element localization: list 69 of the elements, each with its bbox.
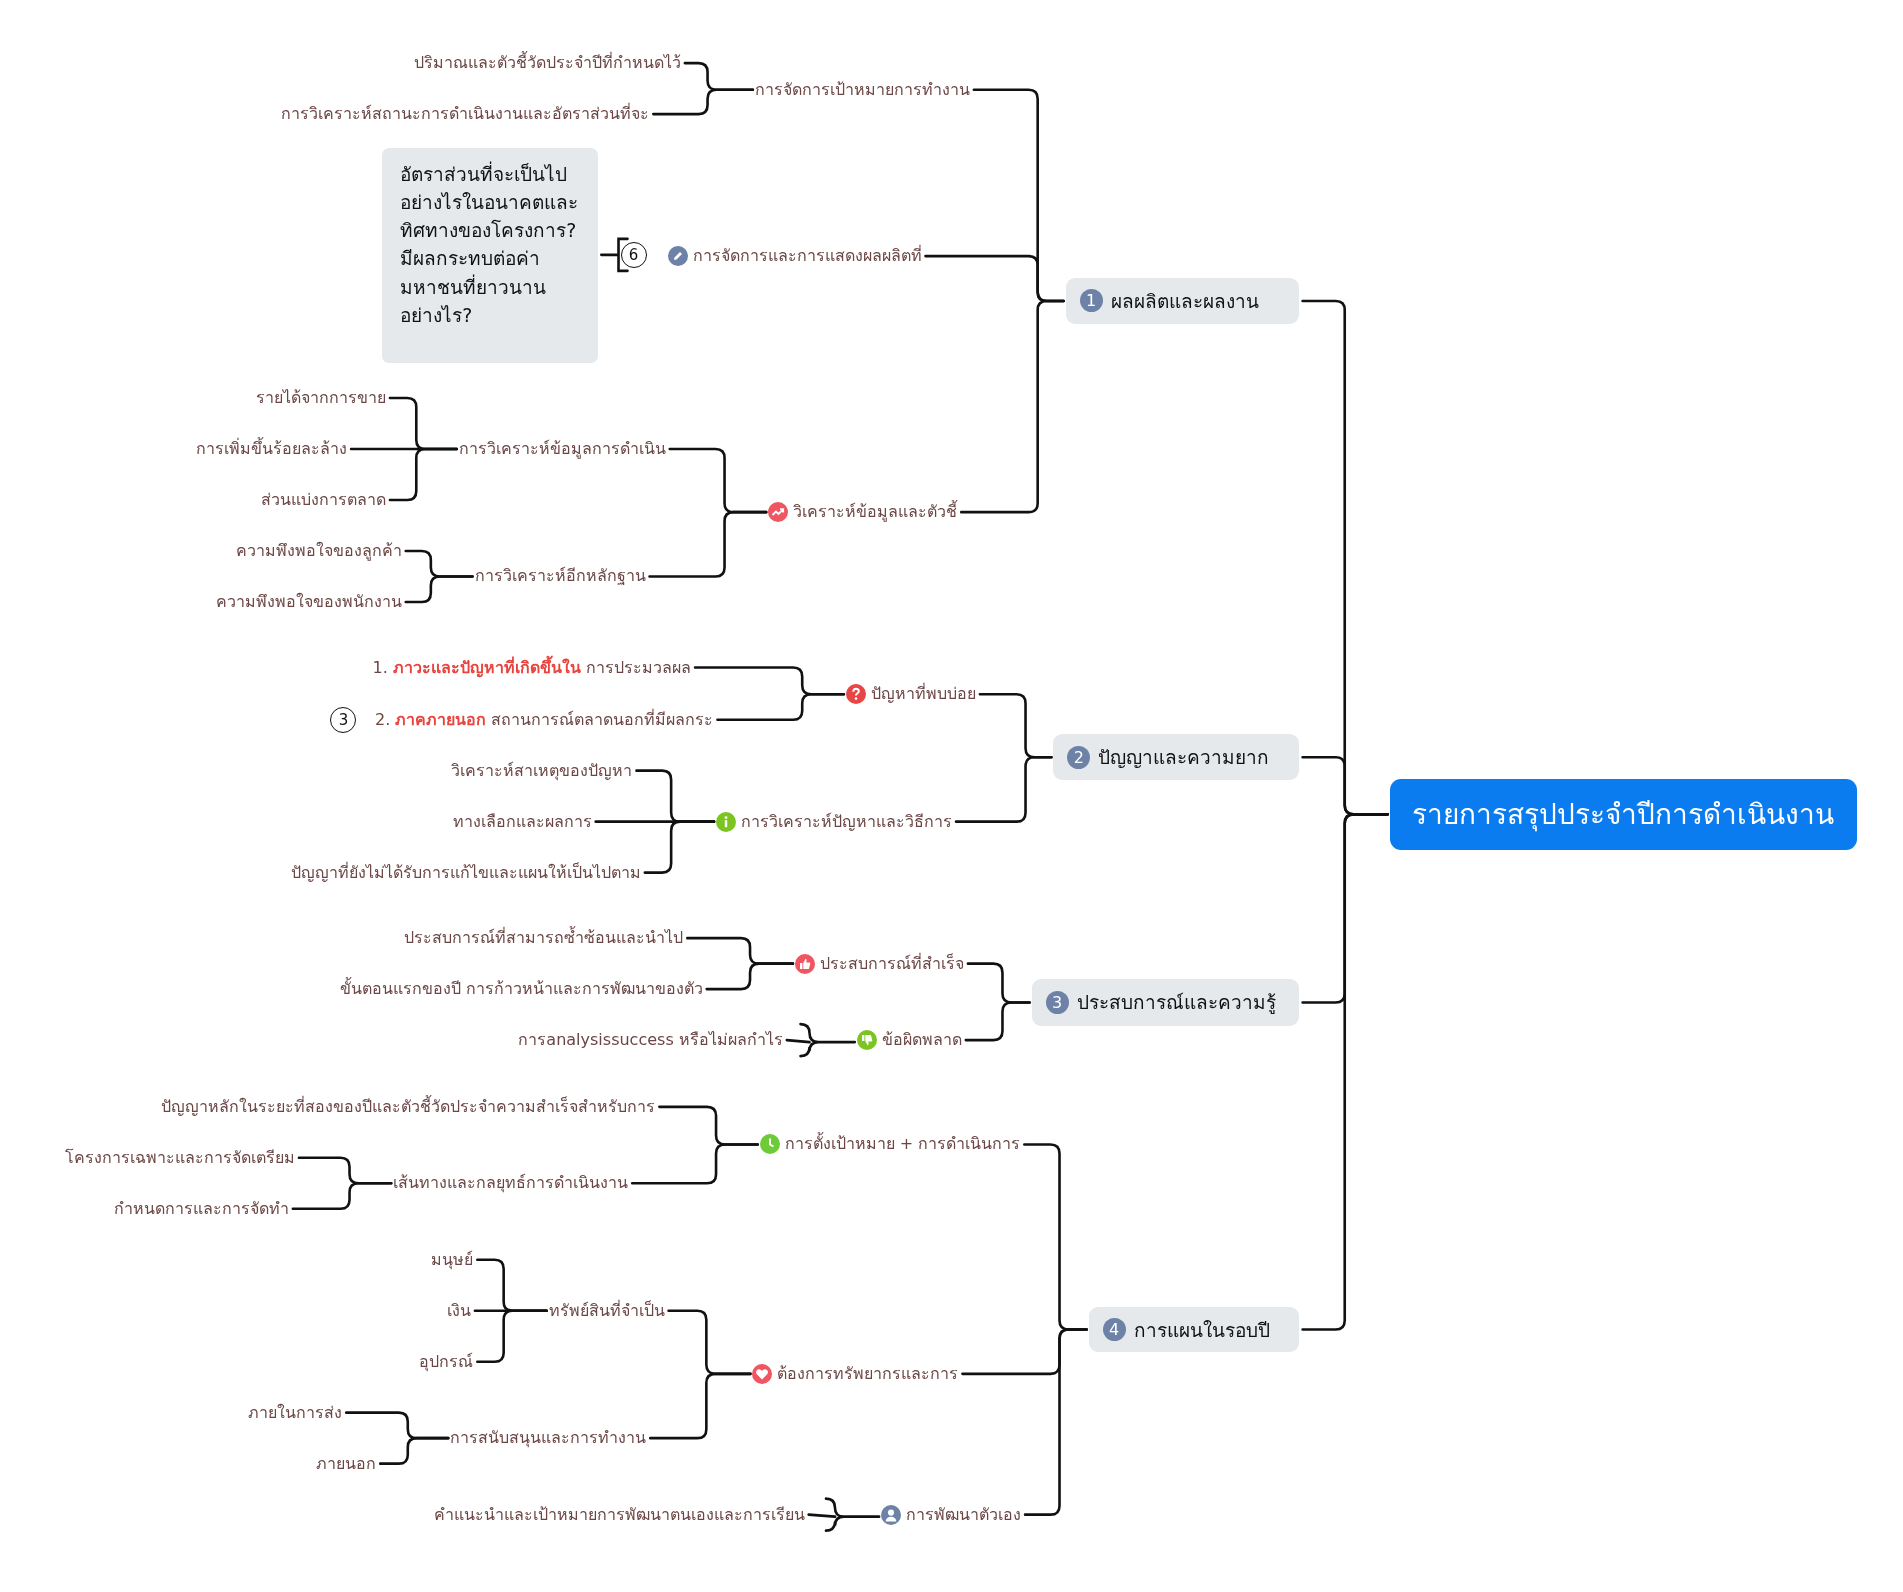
topic-text: ภายนอก <box>316 1453 377 1474</box>
brace-connector <box>964 1001 1031 1042</box>
topic-text: ข้อผิดพลาด <box>881 1030 962 1051</box>
topic-text: ภายในการส่ง <box>248 1402 343 1423</box>
bracket-connector <box>600 237 629 273</box>
topic-label: ผลผลิตและผลงาน <box>1110 288 1259 314</box>
topic-text: โครงการเฉพาะและการจัดเตรียม <box>64 1147 295 1168</box>
brace-connector <box>652 88 755 116</box>
topic-text: รายได้จากการขาย <box>255 388 386 409</box>
topic-box <box>1053 734 1299 781</box>
topic-text: ประสบการณ์ที่สำเร็จ <box>819 953 964 974</box>
brace-connector <box>630 1143 760 1185</box>
topic-text: การวิเคราะห์ข้อมูลการดำเนิน <box>458 439 666 460</box>
topic-text: ขั้นตอนแรกของปี การก้าวหน้าและการพัฒนาของตัว <box>339 979 703 1000</box>
topic-text: ความพึงพอใจของลูกค้า <box>235 541 402 561</box>
topic-text: ปัญญาหลักในระยะที่สองของปีและตัวชี้วัดประจำความสำเร็จสำหรับการ <box>161 1096 656 1117</box>
number-badge: 3 <box>1045 990 1069 1014</box>
topic-text: การสนับสนุนและการทำงาน <box>450 1428 647 1449</box>
topic-text: การจัดการและการแสดงผลผลิตที่ <box>692 246 922 267</box>
number-badge: 1 <box>1079 289 1103 313</box>
topic-text: การวิเคราะห์อีกหลักฐาน <box>474 566 646 587</box>
topic-text: ส่วนแบ่งการตลาด <box>260 490 386 510</box>
topic-text: ปัญญาที่ยังไม่ได้รับการแก้ไขและแผนให้เป็นไปตาม <box>290 862 641 883</box>
topic-label: ประสบการณ์และความรู้ <box>1076 990 1276 1016</box>
topic-label: ปัญญาและความยาก <box>1098 745 1270 771</box>
brace-connector <box>648 1372 752 1440</box>
brace-connector <box>1023 1328 1088 1516</box>
topic-text: 1. ภาวะและปัญหาที่เกิดขึ้นใน การประมวลผล <box>372 657 692 678</box>
topic-text: ทรัพย์สินที่จำเป็น <box>548 1300 665 1321</box>
central-topic-box: รายการสรุปประจำปีการดำเนินงาน <box>1389 779 1857 850</box>
topic-text: เส้นทางและกลยุทธ์การดำเนินงาน <box>393 1173 629 1194</box>
brace-connector <box>959 299 1065 514</box>
brace-connector <box>807 1497 881 1532</box>
brace-connector <box>705 962 795 991</box>
topic-box <box>1031 979 1299 1026</box>
brace-connector <box>716 692 846 721</box>
topic-text: อุปกรณ์ <box>419 1351 474 1372</box>
topic-text: วิเคราะห์ข้อมูลและตัวชี้ <box>793 502 958 523</box>
note-box: อัตราส่วนที่จะเป็นไปอย่างไรในอนาคตและทิศทางของโครงการ? มีผลกระทบต่อค่ามหาชนที่ยาวนานอย่างไร? <box>382 148 599 363</box>
topic-text: วิเคราะห์สาเหตุของปัญหา <box>451 760 633 781</box>
topic-label: การแผนในรอบปี <box>1133 1317 1270 1343</box>
number-badge: 4 <box>1102 1318 1126 1342</box>
topic-text: ปัญหาที่พบบ่อย <box>870 684 976 705</box>
topic-text: คำแนะนำและเป้าหมายการพัฒนาตนเองและการเรียน <box>433 1504 805 1525</box>
topic-text: เงิน <box>446 1300 471 1321</box>
number-badge: 2 <box>1067 745 1091 769</box>
brace-connector <box>404 575 474 604</box>
brace-connector <box>954 756 1053 823</box>
topic-text: มนุษย์ <box>431 1249 474 1270</box>
topic-text: การวิเคราะห์สถานะการดำเนินงานและอัตราส่วนที่จะ <box>281 104 650 125</box>
brace-connector <box>785 1022 857 1058</box>
topic-text: กำหนดการและการจัดทำ <box>113 1198 289 1219</box>
topic-text: ต้องการทรัพยากรและการ <box>777 1363 959 1384</box>
topic-text: การจัดการเป้าหมายการทำงาน <box>754 79 970 100</box>
topic-text: การเพิ่มขึ้นร้อยละล้าง <box>196 439 348 460</box>
topic-text: ปริมาณและตัวชี้วัดประจำปีที่กำหนดไว้ <box>413 53 681 74</box>
topic-box <box>1088 1307 1299 1352</box>
topic-text: ทางเลือกและผลการ <box>452 811 592 832</box>
brace-connector <box>378 1436 450 1465</box>
topic-text: การตั้งเป้าหมาย + การดำเนินการ <box>784 1134 1021 1155</box>
topic-text: การวิเคราะห์ปัญหาและวิธีการ <box>741 811 953 832</box>
topic-text: ประสบการณ์ที่สามารถซ้ำซ้อนและนำไป <box>404 928 684 949</box>
topic-box <box>1065 277 1299 325</box>
topic-text: การพัฒนาตัวเอง <box>906 1504 1022 1525</box>
topic-text: การanalysissuccess หรือไม่ผลกำไร <box>518 1030 783 1051</box>
topic-text: ความพึงพอใจของพนักงาน <box>215 591 402 612</box>
topic-text: 2. ภาคภายนอก สถานการณ์ตลาดนอกที่มีผลกระ <box>375 709 714 730</box>
brace-connector <box>648 510 768 578</box>
brace-connector <box>291 1182 393 1211</box>
